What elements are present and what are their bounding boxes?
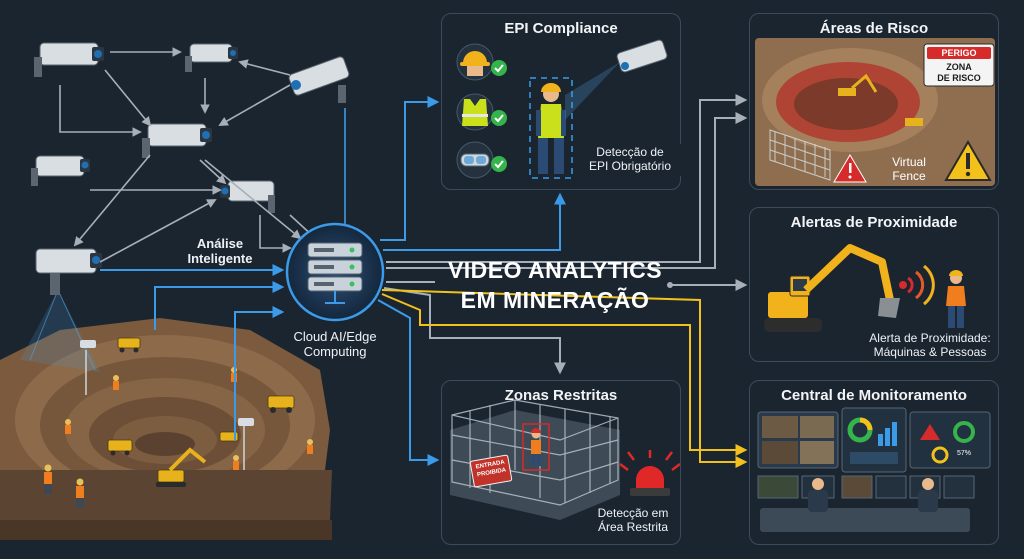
check-icon (491, 156, 507, 172)
gauge-value: 57% (956, 450, 971, 457)
operator-figure (808, 478, 828, 512)
caption-line: Detecção de (596, 145, 664, 159)
cloud-edge-server (285, 222, 385, 322)
server-icon (307, 242, 363, 304)
panel-title: Zonas Restritas (504, 387, 618, 404)
analysis-label: Análise Inteligente (170, 236, 270, 267)
caption-line: Alerta de Proximidade: (869, 331, 991, 345)
panel-proximity-alerts: Alertas de Proximidade (749, 207, 999, 362)
panel-restricted-zones: Zonas Restritas (441, 380, 681, 545)
panel-title: Alertas de Proximidade (790, 214, 958, 231)
excavator-figure (764, 244, 900, 332)
worker-figure (529, 77, 573, 179)
warning-icon (944, 140, 992, 181)
caption-line: EPI Obrigatório (588, 158, 672, 173)
siren-icon (619, 450, 681, 496)
caption-line: Detecção em (597, 506, 669, 520)
panel-monitoring-center: Central de Monitoramento (749, 380, 999, 545)
panel-title: Áreas de Risco (819, 20, 929, 37)
monitoring-room-illustration (757, 407, 991, 532)
restricted-caption: Detecção em Área Restrita (590, 506, 676, 535)
camera-icon (220, 180, 275, 213)
sign-line: ZONA (946, 62, 972, 72)
title-line: EM MINERAÇÃO (460, 287, 650, 313)
camera-icon (142, 123, 212, 158)
prohibited-sign (469, 454, 513, 488)
server-label: Cloud AI/Edge Computing (270, 329, 400, 360)
camera-icon (34, 42, 104, 77)
epi-caption: Detecção de EPI Obrigatório (576, 144, 684, 176)
title-line: VIDEO ANALYTICS (447, 257, 663, 283)
risk-area-illustration (755, 38, 995, 186)
proximity-caption: Alerta de Proximidade: Máquinas & Pessoa… (866, 331, 994, 360)
camera-icon (31, 155, 90, 186)
fence-line: Fence (892, 168, 926, 183)
warning-icon (920, 424, 940, 440)
proximity-illustration (764, 244, 966, 332)
danger-sign (923, 43, 995, 87)
worker-figure (531, 428, 541, 466)
helmet-icon (456, 43, 494, 81)
label-line: Cloud AI/Edge (293, 329, 377, 344)
main-title: VIDEO ANALYTICS EM MINERAÇÃO (440, 255, 670, 315)
epi-illustration (456, 39, 668, 179)
worker-figure (946, 270, 966, 328)
camera-icon (185, 43, 238, 72)
panel-epi-compliance: EPI Compliance (441, 13, 681, 190)
panel-title: EPI Compliance (504, 20, 618, 37)
restricted-zone-illustration (450, 399, 681, 520)
label-line: Inteligente (187, 250, 253, 266)
hub-output-arrows (377, 94, 748, 468)
vest-icon (456, 93, 494, 131)
check-icon (491, 110, 507, 126)
camera-network (31, 42, 350, 295)
camera-icon (616, 39, 668, 73)
danger-sign-top: PERIGO (941, 48, 977, 58)
operator-figure (918, 478, 938, 512)
caption-line: Área Restrita (597, 519, 669, 534)
camera-icon (288, 56, 350, 103)
danger-sign-text: ZONA DE RISCO (927, 62, 991, 84)
open-pit-mine (0, 289, 332, 540)
hub-input-arrows (100, 264, 285, 440)
panel-risk-areas: Áreas de Risco (749, 13, 999, 190)
alert-waves-icon (899, 264, 935, 306)
camera-icon (35, 248, 102, 295)
label-line: Computing (303, 343, 367, 359)
warning-icon (833, 154, 867, 183)
fence-line: Virtual (892, 155, 926, 169)
virtual-fence-label: Virtual Fence (880, 155, 938, 184)
connector-dot (667, 282, 673, 288)
check-icon (491, 60, 507, 76)
label-line: Análise (196, 236, 244, 251)
sign-line: DE RISCO (937, 73, 981, 83)
panel-title: Central de Monitoramento (781, 387, 967, 404)
caption-line: Máquinas & Pessoas (873, 344, 987, 359)
goggles-icon (456, 141, 494, 179)
